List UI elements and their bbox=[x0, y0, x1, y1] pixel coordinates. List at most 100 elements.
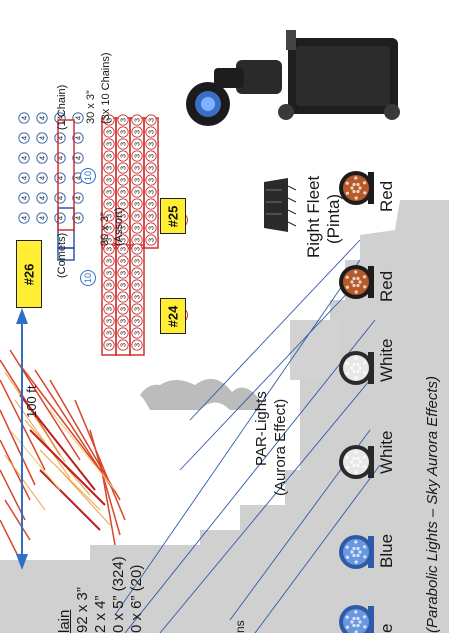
shell-3l-1-1: 3 bbox=[117, 327, 129, 339]
tag-26: #26 bbox=[16, 240, 42, 308]
svg-text:3: 3 bbox=[119, 202, 128, 206]
shell-3l-1-7: 3 bbox=[117, 255, 129, 267]
svg-text:3: 3 bbox=[105, 295, 114, 299]
shell-3u-0-7: 3 bbox=[103, 150, 115, 162]
svg-text:3: 3 bbox=[105, 247, 114, 251]
shell-3l-2-4: 3 bbox=[131, 291, 143, 303]
red-rack-right bbox=[57, 119, 75, 231]
shell-4-0-5: 4 bbox=[18, 112, 30, 124]
svg-text:3: 3 bbox=[133, 283, 142, 287]
shell-4-1-0: 4 bbox=[36, 212, 48, 224]
left-text-4: 0 x 6” (20) bbox=[128, 564, 145, 633]
svg-text:3: 3 bbox=[133, 178, 142, 182]
par-color-6: e bbox=[377, 623, 396, 633]
par-color-3: White bbox=[377, 338, 396, 382]
svg-text:4: 4 bbox=[20, 196, 29, 200]
svg-text:4: 4 bbox=[56, 136, 65, 140]
svg-text:3: 3 bbox=[119, 238, 128, 242]
svg-text:3: 3 bbox=[119, 307, 128, 311]
svg-text:3: 3 bbox=[133, 307, 142, 311]
svg-text:3: 3 bbox=[105, 226, 114, 230]
shell-3u-1-10: 3 bbox=[117, 114, 129, 126]
svg-text:3: 3 bbox=[147, 154, 156, 158]
svg-text:4: 4 bbox=[38, 176, 47, 180]
shell-3l-1-2: 3 bbox=[117, 315, 129, 327]
shell-3l-2-1: 3 bbox=[131, 327, 143, 339]
shell-3u-2-5: 3 bbox=[131, 174, 143, 186]
svg-text:3: 3 bbox=[119, 226, 128, 230]
shell-3u-1-7: 3 bbox=[117, 150, 129, 162]
shell-3u-0-9: 3 bbox=[103, 126, 115, 138]
svg-text:3: 3 bbox=[133, 331, 142, 335]
svg-text:4: 4 bbox=[56, 176, 65, 180]
svg-text:3: 3 bbox=[119, 166, 128, 170]
par-color-2: Red bbox=[377, 270, 396, 302]
shell-3l-1-6: 3 bbox=[117, 267, 129, 279]
ns-fragment: ns bbox=[233, 620, 247, 633]
svg-text:3: 3 bbox=[133, 166, 142, 170]
shell-4-1-2: 4 bbox=[36, 172, 48, 184]
shell-4-1-3: 4 bbox=[36, 152, 48, 164]
par-light-icon-4 bbox=[339, 535, 374, 569]
svg-text:3: 3 bbox=[105, 307, 114, 311]
shell-3u-3-6: 3 bbox=[145, 162, 157, 174]
shell-4-3-3: 4 bbox=[72, 152, 84, 164]
shell-3u-0-8: 3 bbox=[103, 138, 115, 150]
shell-3u-2-3: 3 bbox=[131, 198, 143, 210]
shell-3l-2-5: 3 bbox=[131, 279, 143, 291]
shell-3l-1-3: 3 bbox=[117, 303, 129, 315]
shell-3l-2-2: 3 bbox=[131, 315, 143, 327]
svg-text:4: 4 bbox=[74, 116, 83, 120]
blue-rack-lower-b bbox=[57, 247, 75, 261]
shell-3u-2-8: 3 bbox=[131, 138, 143, 150]
shell-3u-2-7: 3 bbox=[131, 150, 143, 162]
svg-text:3: 3 bbox=[147, 226, 156, 230]
svg-text:3: 3 bbox=[147, 238, 156, 242]
svg-text:3: 3 bbox=[133, 118, 142, 122]
svg-text:3: 3 bbox=[105, 130, 114, 134]
shell-3u-3-0: 3 bbox=[145, 234, 157, 246]
svg-text:3: 3 bbox=[133, 214, 142, 218]
par-color-5: Blue bbox=[377, 533, 396, 568]
shell-3u-2-6: 3 bbox=[131, 162, 143, 174]
shell-4-0-1: 4 bbox=[18, 192, 30, 204]
par-light-icon-1 bbox=[339, 265, 374, 299]
svg-text:3: 3 bbox=[147, 214, 156, 218]
shell-3l-0-7: 3 bbox=[103, 255, 115, 267]
shell-3u-3-9: 3 bbox=[145, 126, 157, 138]
svg-text:4: 4 bbox=[20, 216, 29, 220]
shell-3u-2-9: 3 bbox=[131, 126, 143, 138]
svg-text:3: 3 bbox=[119, 178, 128, 182]
shell-4-0-4: 4 bbox=[18, 132, 30, 144]
shell-3u-3-8: 3 bbox=[145, 138, 157, 150]
svg-text:3: 3 bbox=[105, 259, 114, 263]
svg-text:3: 3 bbox=[119, 214, 128, 218]
shell-3u-0-5: 3 bbox=[103, 174, 115, 186]
svg-text:4: 4 bbox=[20, 176, 29, 180]
svg-text:3: 3 bbox=[133, 319, 142, 323]
svg-text:3: 3 bbox=[119, 271, 128, 275]
svg-text:4: 4 bbox=[74, 136, 83, 140]
shell-3u-1-4: 3 bbox=[117, 186, 129, 198]
svg-text:4: 4 bbox=[56, 116, 65, 120]
svg-text:3: 3 bbox=[133, 295, 142, 299]
svg-text:4: 4 bbox=[38, 136, 47, 140]
shell-3u-3-4: 3 bbox=[145, 186, 157, 198]
shell-3u-0-1: 3 bbox=[103, 222, 115, 234]
par-footer: (Parabolic Lights – Sky Aurora Effects) bbox=[424, 375, 441, 633]
svg-text:4: 4 bbox=[38, 216, 47, 220]
par-light-icon-0 bbox=[339, 171, 374, 205]
tag-25: #25 bbox=[160, 198, 186, 234]
shell-3u-3-7: 3 bbox=[145, 150, 157, 162]
shell-3u-1-1: 3 bbox=[117, 222, 129, 234]
shell-3u-1-9: 3 bbox=[117, 126, 129, 138]
svg-text:4: 4 bbox=[38, 196, 47, 200]
svg-text:4: 4 bbox=[74, 216, 83, 220]
svg-text:3: 3 bbox=[133, 247, 142, 251]
svg-text:3: 3 bbox=[147, 142, 156, 146]
svg-text:3: 3 bbox=[119, 154, 128, 158]
